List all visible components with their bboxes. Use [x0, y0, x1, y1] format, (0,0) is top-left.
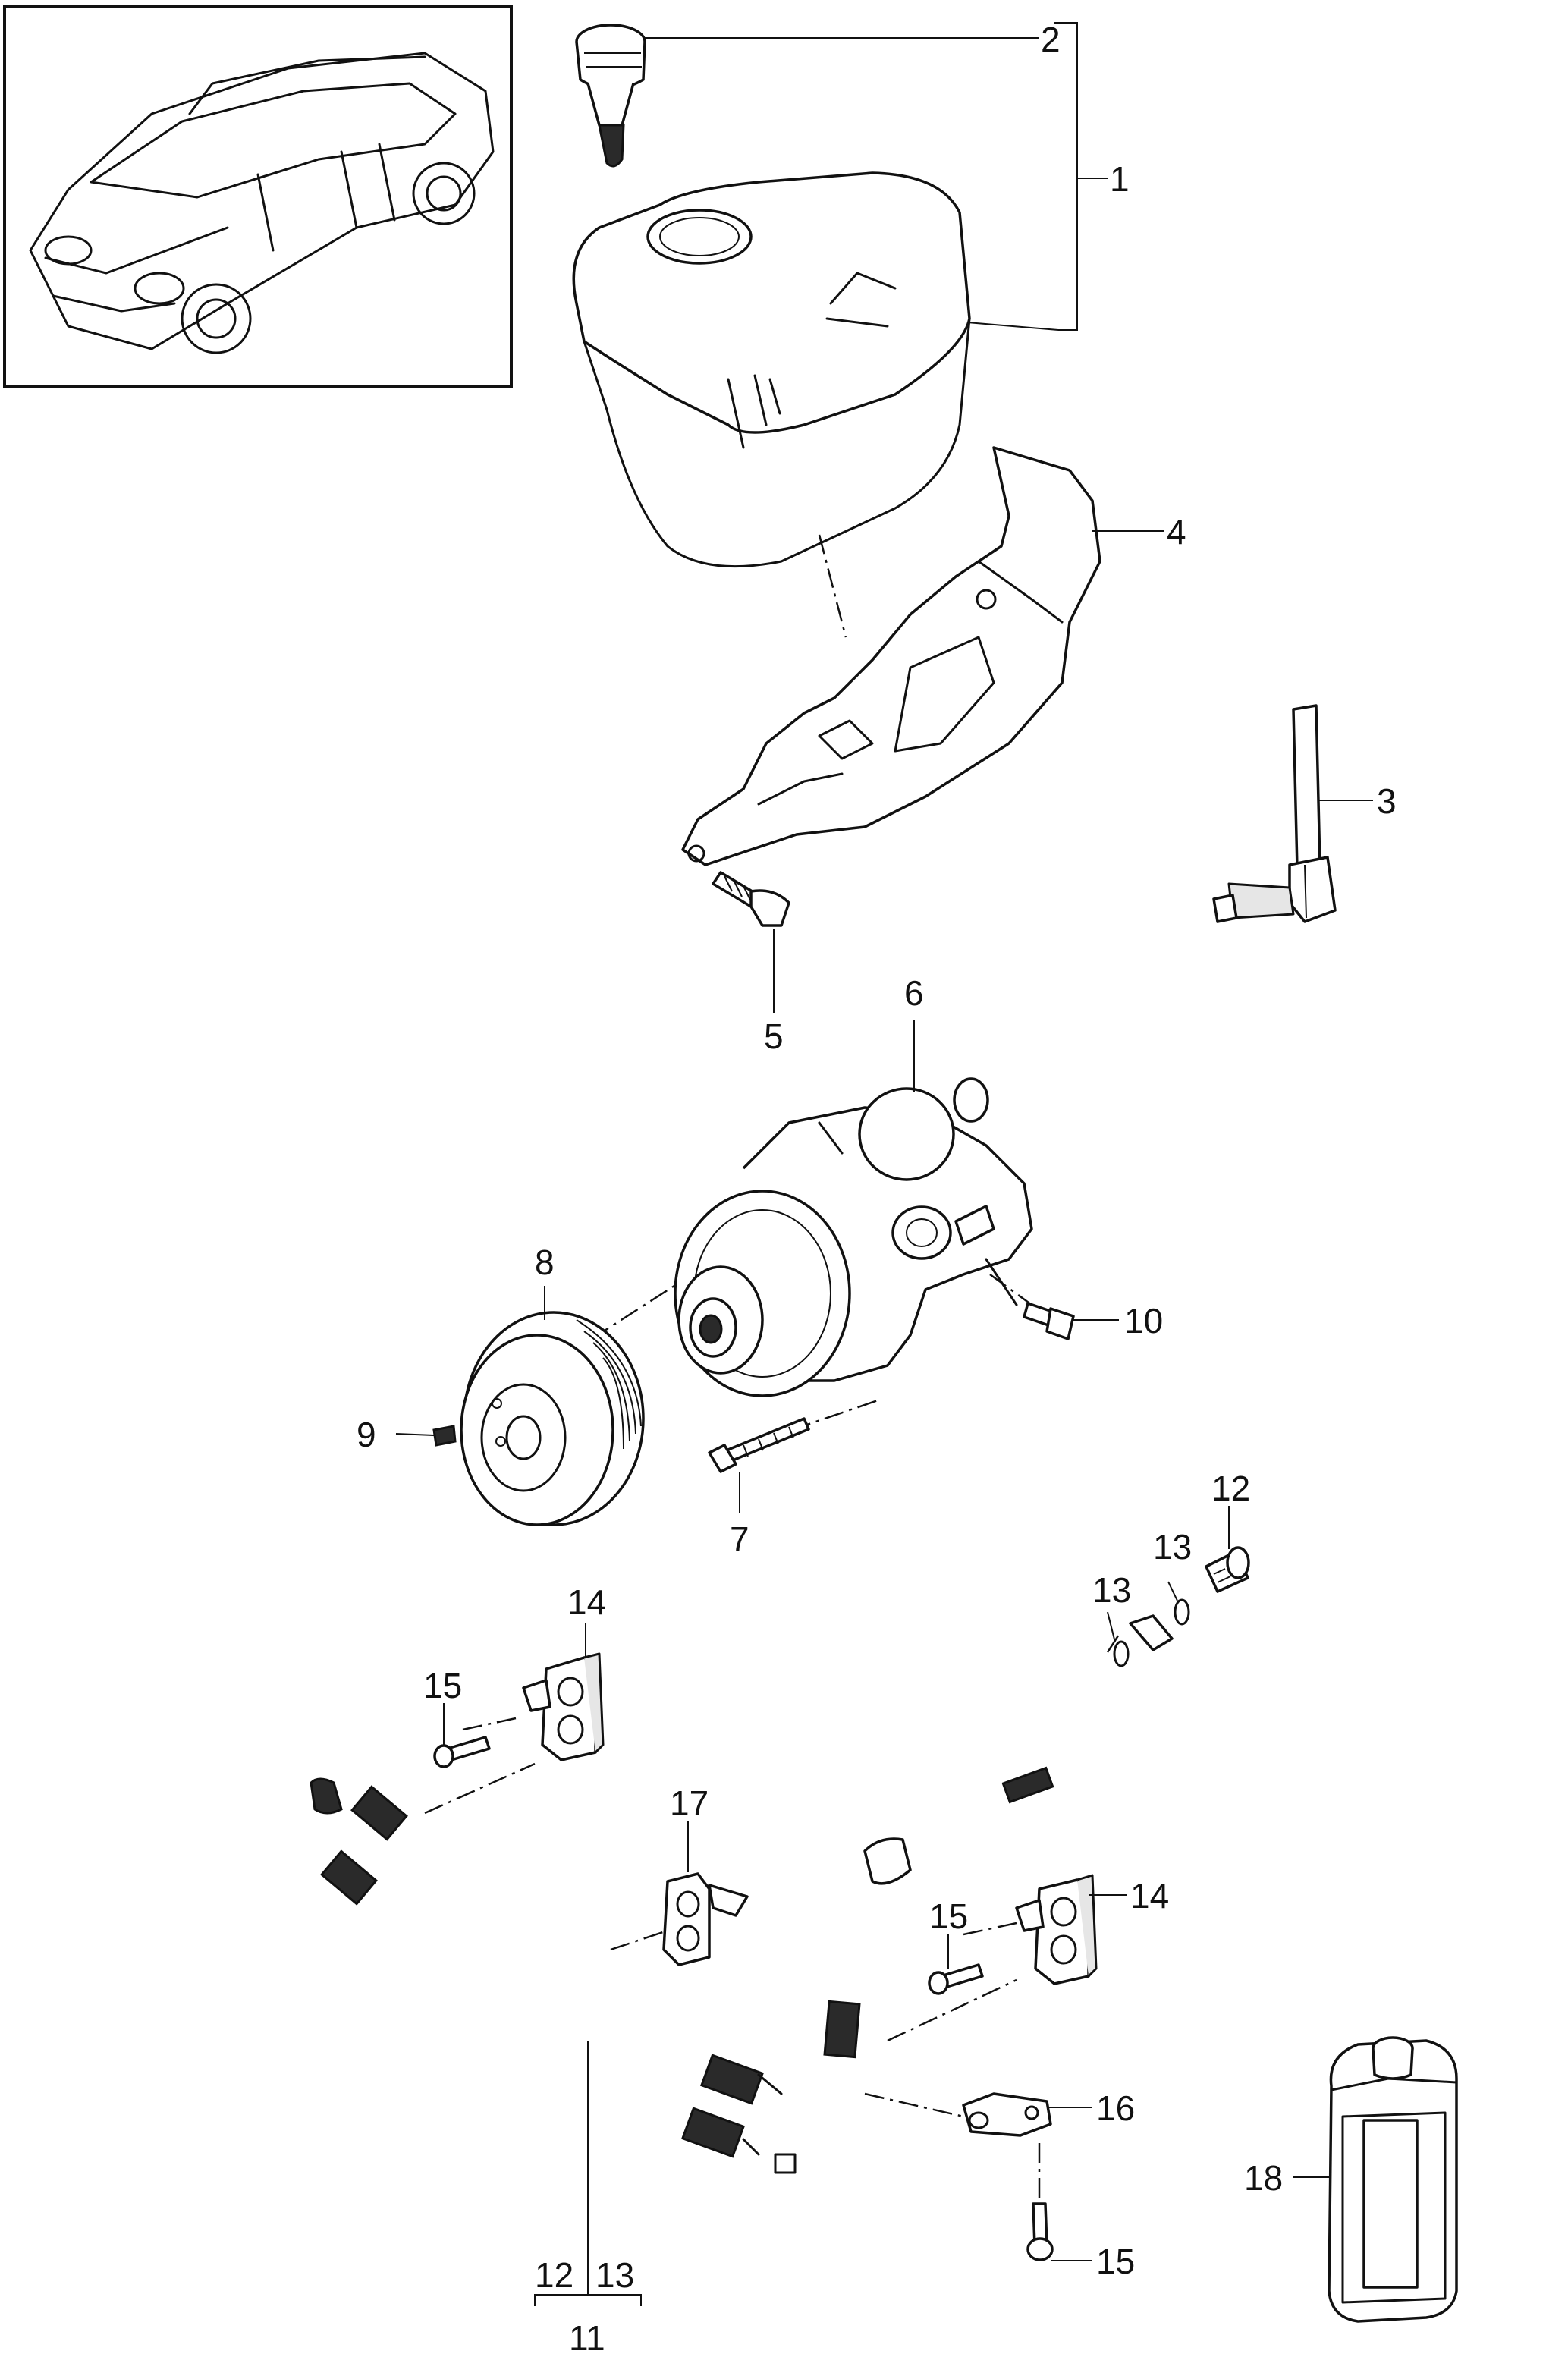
callout-14: 14 — [1130, 1876, 1169, 1915]
note-symbol — [774, 2153, 797, 2174]
pressure-hose-line — [309, 1614, 1174, 2158]
alignment-line — [424, 1762, 536, 1815]
alignment-line — [887, 1978, 1017, 2042]
callout-15: 15 — [929, 1897, 968, 1936]
seal-ring — [1113, 1598, 1190, 1667]
callout-8: 8 — [535, 1243, 555, 1282]
hose-holder — [1015, 1874, 1098, 1985]
reservoir-cap — [575, 24, 646, 168]
callout-10: 10 — [1124, 1301, 1163, 1340]
hose-holder — [522, 1652, 605, 1761]
callout-7: 7 — [730, 1519, 749, 1559]
hydraulic-fluid-canister — [1328, 2036, 1458, 2323]
callout-6: 6 — [904, 973, 924, 1013]
pump-bolt-10 — [1023, 1302, 1075, 1340]
pulley-bolt — [432, 1425, 457, 1447]
pump-bolt — [708, 1417, 810, 1473]
mounting-bracket — [681, 446, 1101, 866]
callout-2: 2 — [1041, 20, 1061, 59]
bracket-bolt — [712, 871, 790, 927]
hose-holder-small — [662, 1872, 749, 1966]
callout-13: 13 — [595, 2255, 634, 2295]
alignment-line — [818, 534, 847, 638]
holder-screw — [928, 1963, 984, 1995]
callout-13: 13 — [1092, 1570, 1131, 1610]
pump-pulley — [460, 1311, 645, 1526]
leader-lines — [395, 22, 1373, 2306]
callout-12: 12 — [535, 2255, 573, 2295]
level-sensor — [1212, 704, 1337, 923]
banjo-fitting — [1205, 1546, 1250, 1593]
callout-17: 17 — [670, 1783, 709, 1823]
alignment-line — [462, 1717, 517, 1731]
power-steering-pump — [674, 1077, 1033, 1397]
callout-12: 12 — [1211, 1469, 1250, 1508]
vehicle-thumbnail — [3, 5, 513, 388]
alignment-line — [610, 1929, 668, 1951]
callout-14: 14 — [567, 1582, 606, 1622]
callout-9: 9 — [357, 1415, 376, 1454]
callout-5: 5 — [764, 1017, 784, 1056]
line-bracket — [962, 2092, 1052, 2137]
callout-13: 13 — [1153, 1527, 1192, 1567]
holder-screw — [433, 1736, 491, 1768]
alignment-line — [989, 1273, 1032, 1306]
callout-11: 11 — [569, 2318, 605, 2358]
callout-15: 15 — [1096, 2242, 1135, 2281]
fluid-reservoir — [572, 171, 971, 568]
callout-3: 3 — [1377, 781, 1397, 821]
callout-15: 15 — [423, 1666, 462, 1705]
alignment-line — [864, 2092, 964, 2118]
alignment-line — [758, 1398, 881, 1443]
alignment-line — [963, 1922, 1017, 1936]
callout-1: 1 — [1110, 159, 1130, 199]
callout-4: 4 — [1167, 512, 1186, 552]
holder-screw — [1026, 2202, 1054, 2261]
callout-18: 18 — [1244, 2158, 1283, 2198]
callout-16: 16 — [1096, 2088, 1135, 2128]
